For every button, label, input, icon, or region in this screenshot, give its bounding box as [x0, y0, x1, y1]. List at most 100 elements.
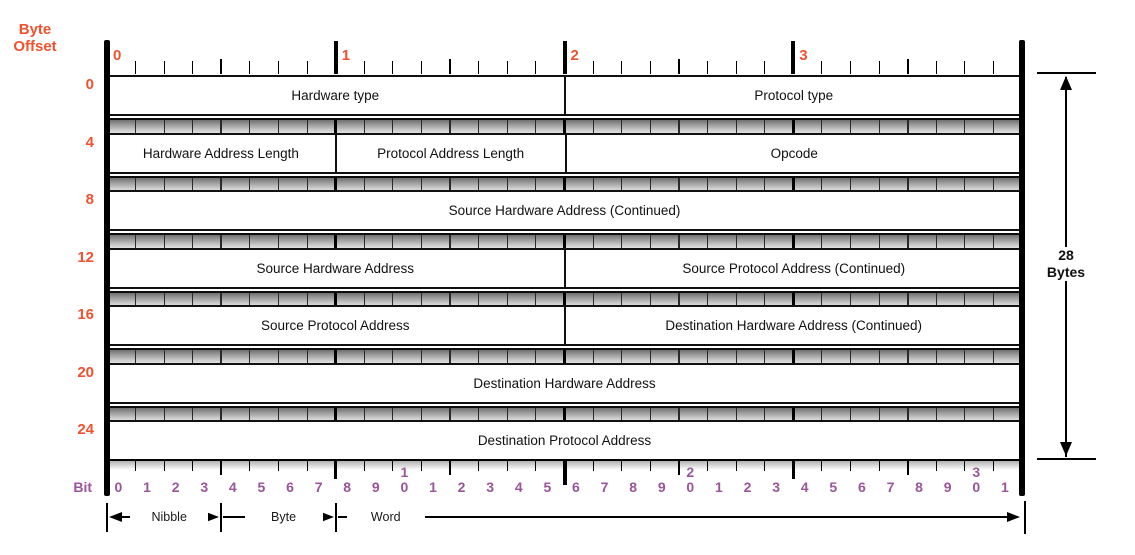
separator-cell-line: [220, 407, 223, 421]
separator-cell-line: [506, 120, 508, 133]
top-ruler-bit-tick: [163, 61, 165, 74]
byte-offset-axis-label: Byte Offset: [6, 21, 64, 55]
bit-ruler-bit-tick: [935, 461, 937, 471]
field-source-protocol-address: Source Protocol Address: [260, 318, 410, 333]
separator-cell-line: [935, 292, 937, 306]
separator-cell-line: [192, 120, 194, 133]
separator-cell-line: [592, 350, 594, 363]
bit-ruler-bit-tick: [135, 461, 137, 471]
top-ruler-nibble-tick: [449, 59, 452, 74]
separator-cell-line: [506, 235, 508, 248]
separator-cell-line: [449, 120, 452, 133]
separator-cell-line: [849, 120, 851, 133]
bit-number-3: 3: [200, 479, 209, 495]
separator-cell-line: [220, 292, 223, 306]
byte-offset-20: 20: [77, 363, 94, 381]
top-ruler-byte-tick: [791, 41, 796, 74]
bit-number-1: 1: [143, 479, 151, 495]
bit-number-16: 6: [572, 479, 580, 495]
separator-cell-line: [563, 120, 566, 133]
bit-number-26: 6: [857, 479, 866, 495]
separator-cell-line: [992, 235, 994, 248]
separator-cell-line: [506, 407, 508, 421]
separator-cell-line: [791, 407, 795, 421]
separator-cell-line: [677, 235, 680, 248]
separator-cell-line: [906, 350, 909, 363]
bit-ruler-bit-tick: [878, 461, 880, 471]
bit-number-28: 8: [915, 479, 923, 495]
separator-cell-line: [220, 120, 223, 133]
separator-cell-line: [334, 407, 338, 421]
top-ruler-bit-tick: [821, 61, 823, 74]
separator-cell-line: [421, 235, 423, 248]
separator-cell-line: [592, 235, 594, 248]
separator-cell-line: [935, 120, 937, 133]
separator-cell-line: [306, 350, 308, 363]
span-boundary: [1024, 501, 1026, 534]
separator-cell-line: [249, 350, 251, 363]
separator-cell-line: [535, 350, 537, 363]
bit-number-6: 6: [286, 479, 294, 495]
separator-cell-line: [764, 292, 766, 306]
separator-cell-line: [163, 292, 165, 306]
separator-cell-line: [421, 407, 423, 421]
span-label-byte: Byte: [244, 508, 323, 526]
separator-cell-line: [249, 120, 251, 133]
separator-cell-line: [535, 177, 537, 191]
separator-cell-line: [935, 235, 937, 248]
bit-ruler-bit-tick: [592, 461, 594, 471]
bit-number-digit: 2: [686, 464, 695, 480]
field-source-hardware-address: Source Hardware Address: [256, 260, 415, 276]
bit-number-digit: 0: [972, 479, 981, 495]
separator-cell-line: [334, 177, 338, 191]
table-right-edge: [1019, 40, 1025, 496]
separator-cell-line: [421, 177, 423, 191]
span-boundary: [106, 503, 108, 532]
separator-cell-line: [478, 235, 480, 248]
separator-cell-line: [821, 120, 823, 133]
bit-ruler-bit-tick: [478, 461, 480, 471]
field-source-hardware-address-continued: Source Hardware Address (Continued): [448, 203, 681, 218]
bit-number-digit: 3: [972, 464, 981, 480]
size-arrow-up-arrowhead: [1060, 76, 1072, 90]
separator-cell-line: [791, 350, 795, 363]
separator-cell-line: [964, 292, 966, 306]
field-row-24: Destination Protocol Address: [107, 420, 1022, 461]
separator-cell-line: [592, 407, 594, 421]
separator-cell-line: [278, 407, 280, 421]
separator-cell-line: [906, 407, 909, 421]
right-arrowhead-word: [1007, 512, 1020, 522]
bit-number-13: 3: [486, 479, 495, 495]
separator-cell-line: [964, 120, 966, 133]
right-arrowhead-byte: [320, 512, 334, 522]
byte-offset-8: 8: [85, 191, 94, 208]
top-ruler-label-0: 0: [113, 47, 122, 64]
top-ruler-bit-tick: [306, 61, 308, 74]
bit-ruler-bit-tick: [535, 461, 537, 471]
separator-cell-line: [706, 407, 708, 421]
bit-number-0: 0: [114, 479, 123, 495]
top-ruler-nibble-tick: [906, 59, 909, 74]
separator-cell-line: [192, 292, 194, 306]
top-ruler-label-1: 1: [341, 47, 351, 64]
separator-cell-line: [363, 177, 365, 191]
separator-cell-line: [677, 350, 680, 363]
separator-cell-line: [449, 292, 452, 306]
separator-cell-line: [392, 292, 394, 306]
separator-cell-line: [992, 292, 994, 306]
bit-number-23: 3: [772, 479, 780, 495]
separator-cell-line: [621, 120, 623, 133]
span-boundary: [334, 503, 337, 532]
separator-cell-line: [621, 350, 623, 363]
separator-cell-line: [163, 407, 165, 421]
bit-ruler-nibble-tick: [906, 461, 909, 475]
separator-cell-line: [278, 235, 280, 248]
field-row-8: Source Hardware Address (Continued): [107, 190, 1022, 231]
separator-cell-line: [764, 120, 766, 133]
separator-cell-line: [878, 177, 880, 191]
separator-cell-line: [163, 177, 165, 191]
separator-cell-line: [592, 292, 594, 306]
